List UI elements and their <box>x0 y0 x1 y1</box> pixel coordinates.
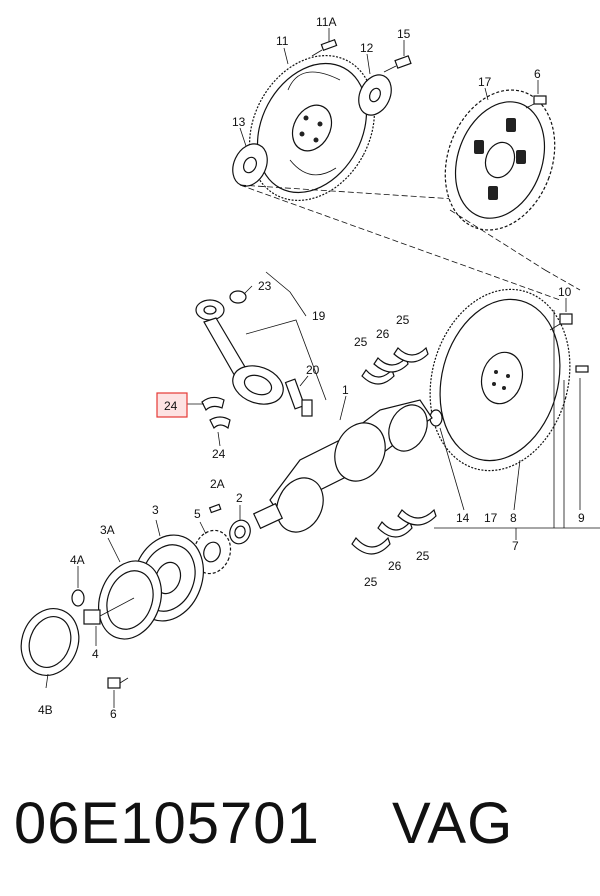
pin-9-part <box>575 365 589 373</box>
bolt-6-bottom-part <box>107 677 129 689</box>
clutch-disc-part <box>444 89 556 231</box>
label-4A: 4A <box>70 553 85 567</box>
label-15: 15 <box>397 27 411 41</box>
label-2: 2 <box>236 491 243 505</box>
label-17-top: 17 <box>478 75 492 89</box>
label-23: 23 <box>258 279 272 293</box>
label-1: 1 <box>342 383 349 397</box>
label-26a: 26 <box>376 327 390 341</box>
bushing-23-part <box>229 290 247 304</box>
pressure-plate-12-part <box>358 74 392 116</box>
label-11A: 11A <box>316 15 336 29</box>
rod-bolt-20-part <box>284 378 313 417</box>
label-9: 9 <box>578 511 585 525</box>
part-number: 06E105701 <box>14 791 320 856</box>
main-bearing-shells-top-part <box>361 346 429 385</box>
thrust-washer-2-part <box>229 519 251 545</box>
label-17-bottom: 17 <box>484 511 498 525</box>
highlight-box-24 <box>156 392 188 418</box>
label-19: 19 <box>312 309 326 323</box>
crankshaft-part <box>252 399 433 533</box>
label-25a: 25 <box>354 335 368 349</box>
bolt-15-part <box>383 55 412 73</box>
label-24-highlighted: 24 <box>164 399 178 413</box>
damper-4B-part <box>20 608 80 676</box>
label-6-bottom: 6 <box>110 707 117 721</box>
label-26b: 26 <box>388 559 402 573</box>
label-24: 24 <box>212 447 226 461</box>
label-4B: 4B <box>38 703 53 717</box>
connecting-rod-part <box>195 299 284 405</box>
label-4: 4 <box>92 647 99 661</box>
flywheel-part <box>429 288 571 472</box>
label-25b: 25 <box>396 313 410 327</box>
label-13: 13 <box>232 115 246 129</box>
label-25c: 25 <box>364 575 378 589</box>
label-6-top: 6 <box>534 67 541 81</box>
label-20: 20 <box>306 363 320 377</box>
pulley-3-part <box>132 534 204 622</box>
main-bearing-shells-bottom-part <box>351 508 437 555</box>
brand-name: VAG <box>392 791 514 856</box>
label-10: 10 <box>558 285 572 299</box>
flexplate-part <box>248 54 376 202</box>
bolt-10-part <box>549 313 573 331</box>
exploded-parts-diagram: 11A 11 12 15 13 17 6 23 19 10 25 26 25 2… <box>20 15 600 721</box>
bolt-4-part <box>83 597 135 625</box>
label-5: 5 <box>194 507 201 521</box>
washer-4A-part <box>71 589 85 607</box>
key-2A-part <box>208 503 222 514</box>
label-8: 8 <box>510 511 517 525</box>
rod-bearing-shells-24-part <box>201 396 231 430</box>
label-12: 12 <box>360 41 374 55</box>
label-14: 14 <box>456 511 470 525</box>
label-3A: 3A <box>100 523 115 537</box>
bolt-11A-part <box>311 39 338 57</box>
label-25d: 25 <box>416 549 430 563</box>
label-2A: 2A <box>210 477 225 491</box>
label-3: 3 <box>152 503 159 517</box>
spacer-ring-13-part <box>232 143 268 187</box>
bolt-6-top-part <box>525 95 547 109</box>
label-7: 7 <box>512 539 519 553</box>
label-11: 11 <box>276 34 289 48</box>
